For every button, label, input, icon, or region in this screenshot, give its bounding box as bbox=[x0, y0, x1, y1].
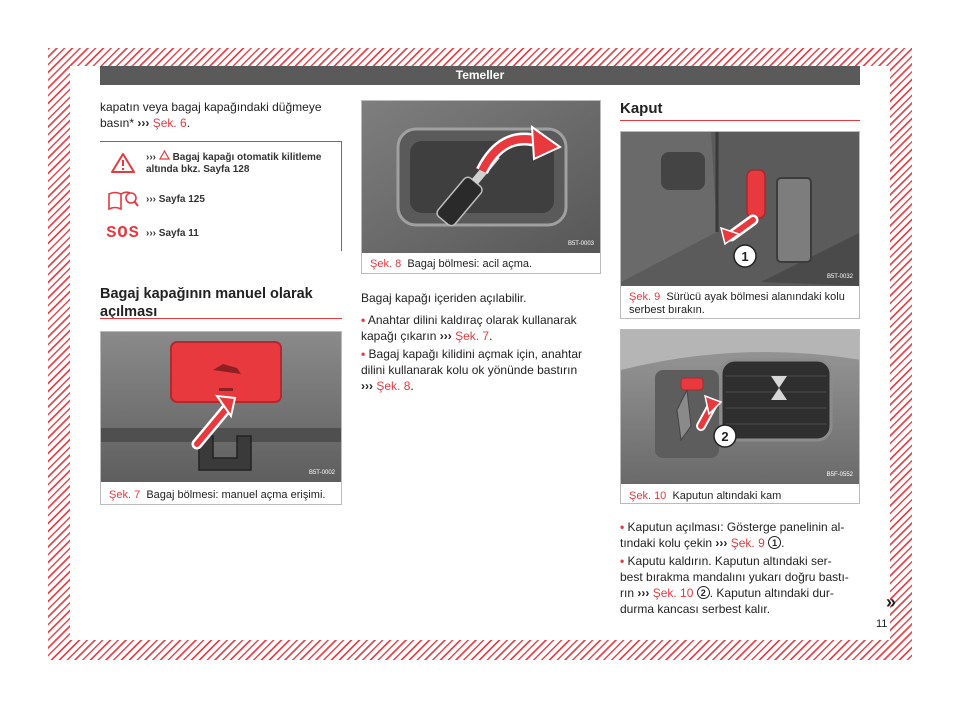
ref-link-fig7[interactable]: Şek. 7 bbox=[455, 329, 490, 343]
sos-icon: SOS bbox=[106, 224, 140, 243]
right-bullet-1: • Kaputun açılması: Gösterge panelinin a… bbox=[620, 520, 845, 550]
continue-icon: » bbox=[886, 592, 897, 612]
figure-8-caption: Şek. 8 Bagaj bölmesi: acil açma. bbox=[370, 258, 533, 270]
middle-bullet-2: • Bagaj kapağı kilidini açmak için, anah… bbox=[361, 347, 582, 393]
warning-row-book: ››› Sayfa 125 bbox=[100, 188, 205, 212]
figure-8: B5T-0003 Şek. 8 Bagaj bölmesi: acil açma… bbox=[361, 100, 601, 274]
figure-7-caption: Şek. 7 Bagaj bölmesi: manuel açma erişim… bbox=[109, 489, 326, 501]
warning-row-caution: ››› Bagaj kapağı otomatik kilitleme altı… bbox=[100, 149, 322, 176]
section-heading-manual: Bagaj kapağının manuel olarak açılması bbox=[100, 286, 313, 320]
figure-9-image: 1 B5T-0032 bbox=[621, 132, 859, 286]
section-heading-kaput: Kaput bbox=[620, 100, 663, 117]
warning-text-1a: Bagaj kapağı otomatik kilitleme bbox=[172, 152, 322, 163]
warning-text-3: Sayfa 11 bbox=[158, 227, 199, 239]
small-caution-icon bbox=[158, 149, 170, 160]
ref-link-fig9[interactable]: Şek. 9 bbox=[730, 536, 765, 550]
figure-9-caption: Şek. 9 Sürücü ayak bölmesi alanındaki ko… bbox=[629, 291, 845, 316]
figure-9: 1 B5T-0032 Şek. 9 Sürücü ayak bölmesi al… bbox=[620, 131, 860, 319]
figure-7-code: B5T-0002 bbox=[308, 470, 335, 476]
caution-icon bbox=[100, 152, 146, 174]
callout-ref-2: 2 bbox=[696, 586, 710, 599]
warning-row-sos: SOS ››› Sayfa 11 bbox=[100, 224, 199, 243]
middle-paragraph-1: Bagaj kapağı içeriden açılabilir. bbox=[361, 291, 527, 305]
page-header: Temeller bbox=[100, 66, 860, 85]
intro-line-2: basın* ››› Şek. 6. bbox=[100, 116, 191, 130]
ref-link-fig8[interactable]: Şek. 8 bbox=[376, 379, 411, 393]
callout-1: 1 bbox=[741, 249, 748, 264]
figure-8-image: B5T-0003 bbox=[362, 101, 600, 253]
warning-text-1b: altında bkz. Sayfa 128 bbox=[146, 164, 250, 175]
intro-line-1: kapatın veya bagaj kapağındaki düğmeye bbox=[100, 100, 322, 114]
right-bullet-2: • Kaputu kaldırın. Kaputun altındaki ser… bbox=[620, 554, 849, 616]
intro-ref-link[interactable]: Şek. 6 bbox=[152, 116, 187, 130]
figure-8-code: B5T-0003 bbox=[567, 241, 594, 247]
middle-text: Bagaj kapağı içeriden açılabilir. • Anah… bbox=[361, 290, 606, 394]
figure-9-code: B5T-0032 bbox=[826, 274, 853, 280]
page-number: 11 bbox=[876, 618, 888, 630]
ref-link-fig10[interactable]: Şek. 10 bbox=[652, 586, 694, 600]
figure-10-caption: Şek. 10 Kaputun altındaki kam bbox=[629, 490, 782, 502]
book-search-icon bbox=[100, 188, 146, 212]
callout-2: 2 bbox=[721, 429, 728, 444]
figure-7-image: B5T-0002 bbox=[101, 332, 341, 482]
callout-ref-1: 1 bbox=[768, 536, 782, 549]
figure-10-code: B5F-0552 bbox=[826, 472, 853, 478]
intro-paragraph: kapatın veya bagaj kapağındaki düğmeye b… bbox=[100, 99, 350, 131]
right-text: • Kaputun açılması: Gösterge panelinin a… bbox=[620, 519, 865, 617]
warning-box: ››› Bagaj kapağı otomatik kilitleme altı… bbox=[100, 141, 342, 251]
figure-7: B5T-0002 Şek. 7 Bagaj bölmesi: manuel aç… bbox=[100, 331, 342, 505]
kaput-rule bbox=[620, 120, 860, 121]
figure-10: 2 B5F-0552 Şek. 10 Kaputun altındaki kam bbox=[620, 329, 860, 504]
heading-rule bbox=[100, 318, 342, 319]
figure-10-image: 2 B5F-0552 bbox=[621, 330, 859, 484]
warning-text-2: Sayfa 125 bbox=[158, 194, 205, 205]
middle-bullet-1: • Anahtar dilini kaldıraç olarak kullana… bbox=[361, 313, 577, 343]
